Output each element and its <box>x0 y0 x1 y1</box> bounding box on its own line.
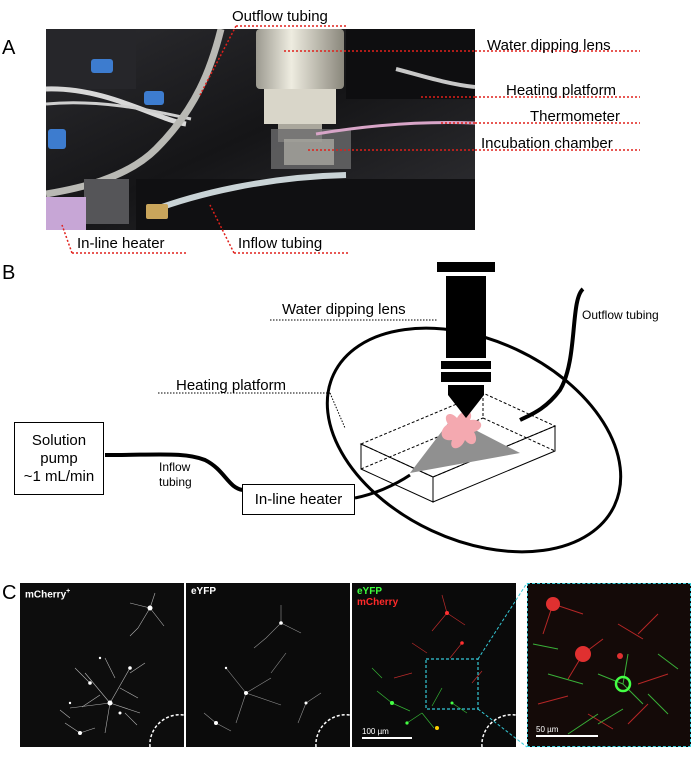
label-outflow-tubing-b: Outflow tubing <box>582 308 659 322</box>
panel-c-letter: C <box>2 582 17 604</box>
micrograph-mcherry-title: mCherry+ <box>25 586 70 600</box>
label-heating-platform-a: Heating platform <box>506 82 617 99</box>
scale-bar-label-50: 50 µm <box>536 725 559 734</box>
inline-heater-box: In-line heater <box>242 484 355 515</box>
label-heating-platform-b: Heating platform <box>176 377 287 394</box>
panel-b-letter: B <box>2 262 16 284</box>
solution-pump-line3: ~1 mL/min <box>23 467 95 485</box>
micrograph-mcherry: mCherry+ <box>20 583 184 747</box>
micrograph-eyfp-title: eYFP <box>191 586 217 597</box>
solution-pump-line1: Solution <box>31 431 87 449</box>
label-thermometer-a: Thermometer <box>530 108 621 125</box>
panel-a-letter: A <box>2 37 16 59</box>
micrograph-zoom: 50 µm <box>527 583 691 747</box>
label-inflow-line2: tubing <box>159 475 192 489</box>
micrograph-merge: eYFP mCherry 100 µm <box>352 583 516 747</box>
micrograph-mcherry-title-sup: + <box>66 588 71 595</box>
micrograph-merge-title-1: eYFP <box>357 586 383 597</box>
label-inflow-tubing-a: Inflow tubing <box>238 235 323 252</box>
label-inline-heater-a: In-line heater <box>77 235 165 252</box>
micrograph-merge-title-2: mCherry <box>357 597 399 608</box>
solution-pump-box: Solution pump ~1 mL/min <box>14 422 104 495</box>
label-water-dipping-lens-a: Water dipping lens <box>487 37 611 54</box>
panel-a-photo <box>46 29 475 230</box>
label-inflow-line1: Inflow <box>159 460 191 474</box>
scale-bar-label-100: 100 µm <box>362 727 389 736</box>
label-incubation-chamber-a: Incubation chamber <box>481 135 613 152</box>
micrograph-eyfp: eYFP <box>186 583 350 747</box>
solution-pump-line2: pump <box>40 449 78 467</box>
inline-heater-label-b: In-line heater <box>254 491 343 508</box>
label-outflow-tubing-a: Outflow tubing <box>232 8 328 25</box>
label-water-dipping-lens-b: Water dipping lens <box>282 301 406 318</box>
micrograph-mcherry-title-text: mCherry <box>25 589 67 601</box>
